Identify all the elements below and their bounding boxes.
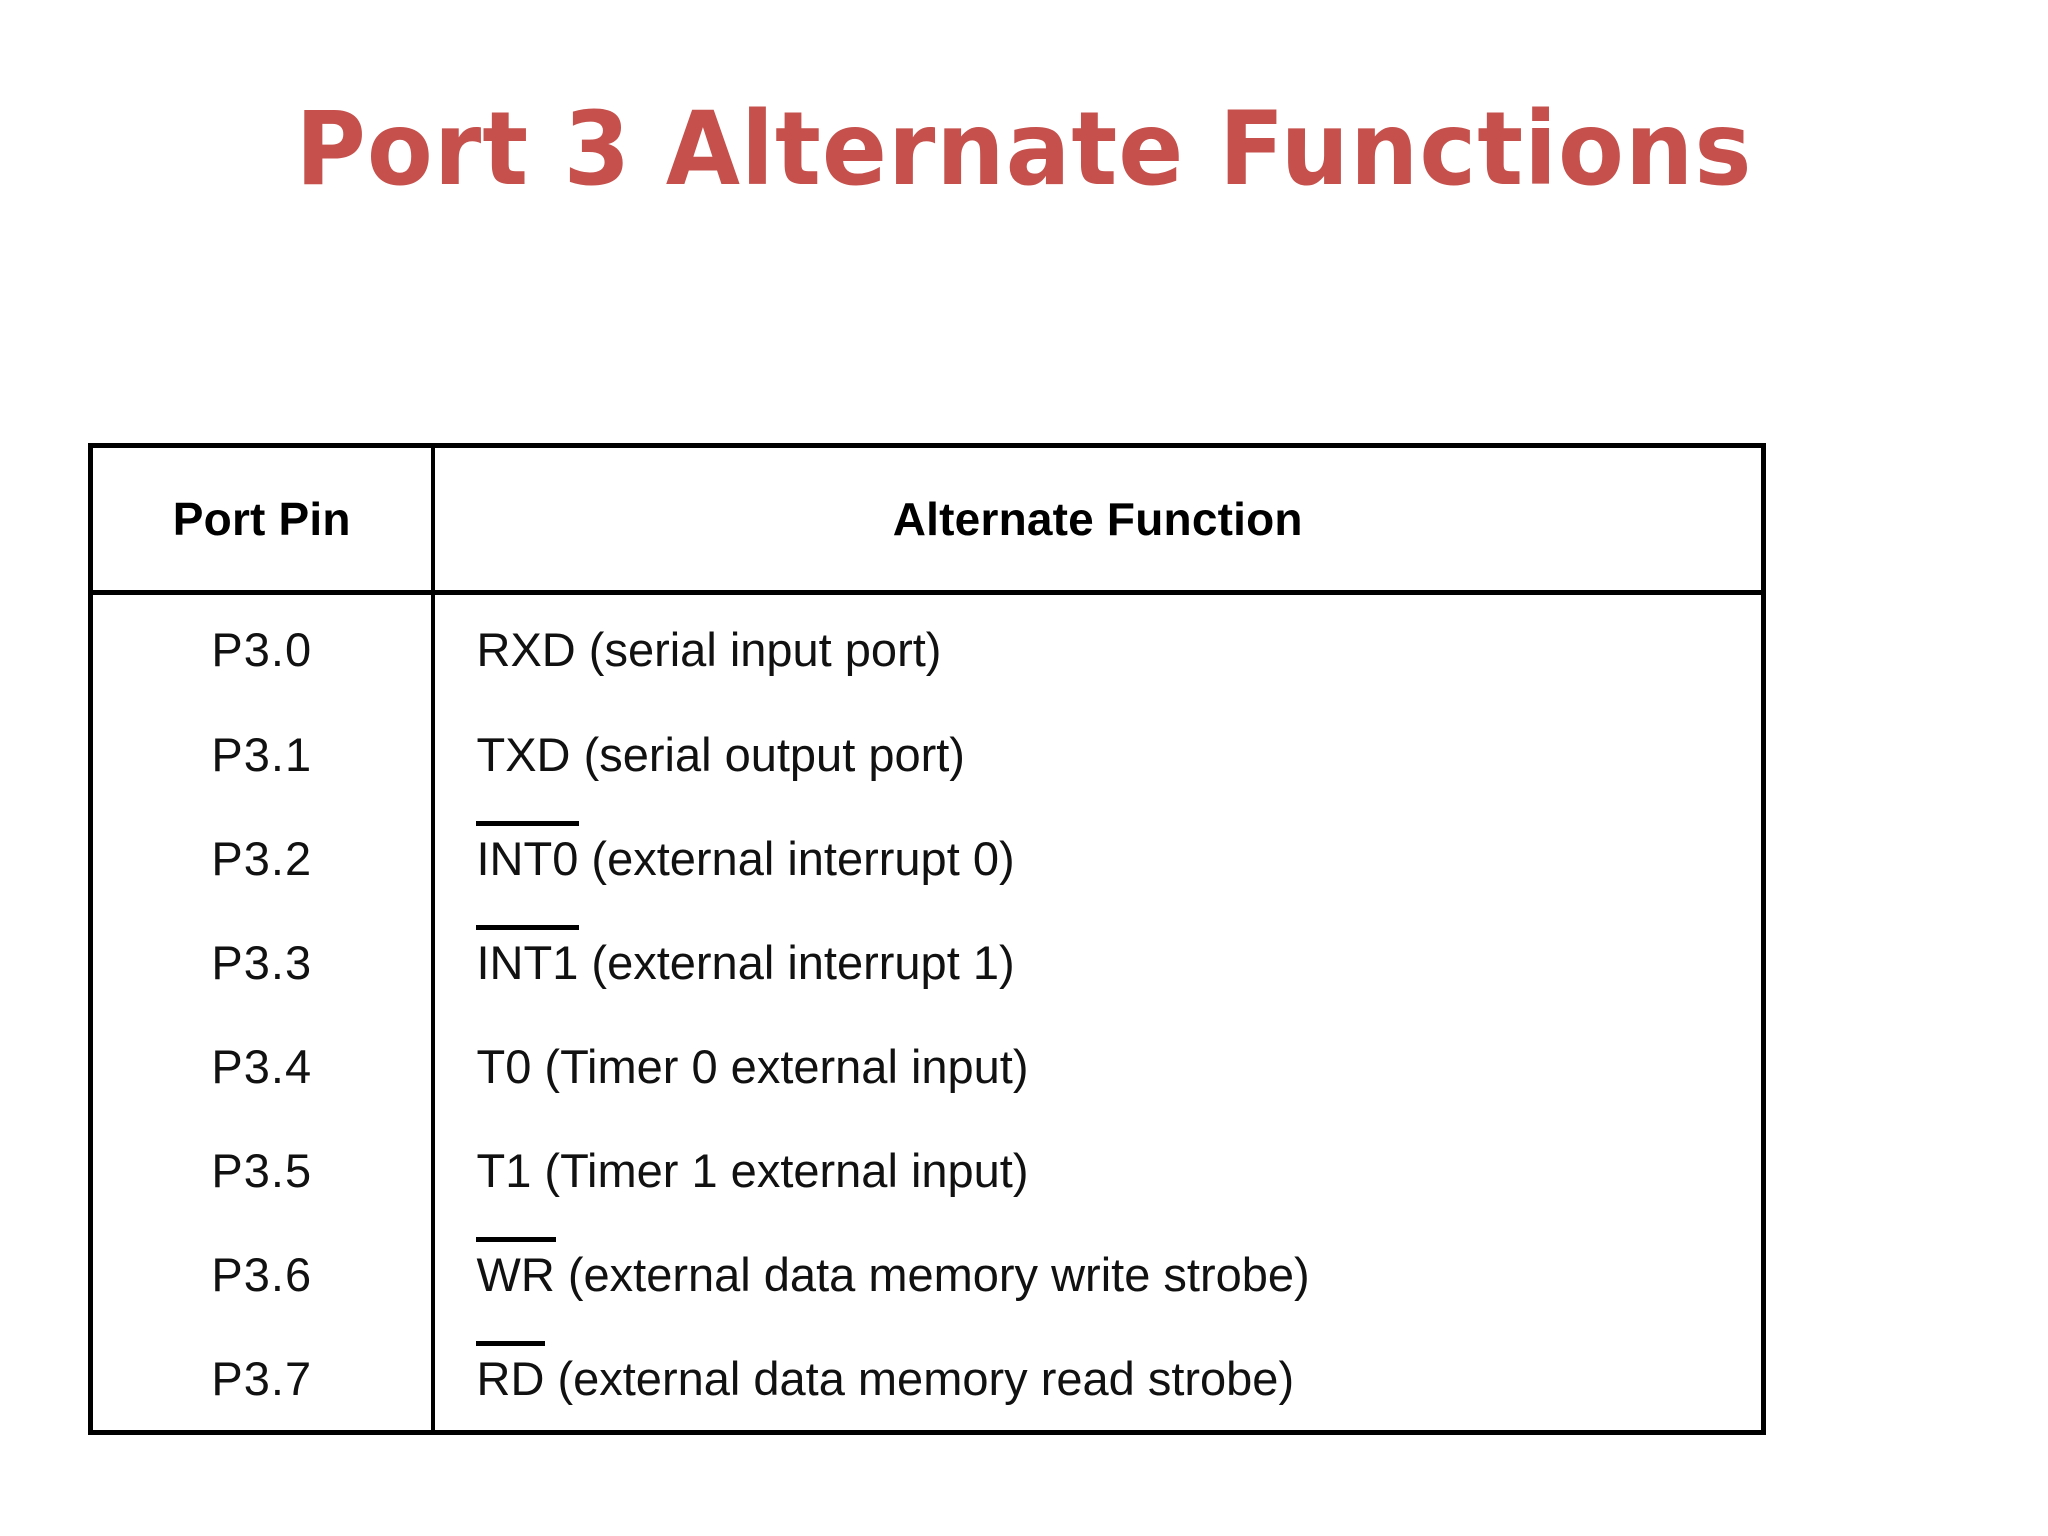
signal-mnemonic-active-low: INT1 (475, 925, 580, 990)
cell-alternate-function: T0 (Timer 0 external input) (433, 1015, 1764, 1119)
table-header: Port Pin Alternate Function (90, 445, 1764, 595)
cell-port-pin: P3.7 (90, 1326, 435, 1433)
cell-alternate-function: RXD (serial input port) (433, 593, 1764, 704)
signal-mnemonic: T0 (476, 1039, 532, 1093)
cell-port-pin: P3.5 (90, 1118, 435, 1223)
signal-mnemonic: RXD (476, 622, 576, 676)
cell-port-pin: P3.4 (90, 1014, 435, 1119)
signal-description: (Timer 1 external input) (544, 1143, 1029, 1197)
signal-description: (external interrupt 1) (591, 936, 1015, 990)
cell-port-pin: P3.1 (90, 703, 435, 807)
signal-mnemonic: TXD (476, 728, 571, 782)
column-header-port-pin: Port Pin (90, 445, 435, 595)
signal-description: (external interrupt 0) (591, 832, 1015, 886)
signal-mnemonic-active-low: RD (475, 1340, 546, 1405)
page-title: Port 3 Alternate Functions (295, 89, 1753, 209)
column-header-alternate-function: Alternate Function (432, 445, 1764, 595)
cell-port-pin: P3.3 (90, 910, 435, 1015)
signal-description: (Timer 0 external input) (544, 1039, 1029, 1093)
cell-alternate-function: INT0 (external interrupt 0) (433, 807, 1764, 911)
cell-alternate-function: RD (external data memory read strobe) (433, 1326, 1764, 1432)
cell-port-pin: P3.2 (90, 806, 435, 911)
cell-alternate-function: WR (external data memory write strobe) (433, 1222, 1764, 1326)
cell-alternate-function: INT1 (external interrupt 1) (433, 911, 1764, 1015)
signal-description: (external data memory write strobe) (567, 1247, 1310, 1301)
table-header-row: Port Pin Alternate Function (90, 445, 1764, 595)
cell-alternate-function: T1 (Timer 1 external input) (433, 1118, 1764, 1222)
signal-mnemonic-active-low: WR (475, 1236, 557, 1301)
cell-port-pin: P3.0 (90, 592, 435, 704)
signal-mnemonic: T1 (476, 1143, 532, 1197)
signal-description: (serial input port) (588, 622, 942, 676)
cell-alternate-function: TXD (serial output port) (433, 703, 1764, 807)
signal-description: (external data memory read strobe) (557, 1351, 1295, 1405)
signal-mnemonic-active-low: INT0 (475, 821, 580, 886)
signal-description: (serial output port) (583, 728, 965, 782)
cell-port-pin: P3.6 (90, 1222, 435, 1327)
